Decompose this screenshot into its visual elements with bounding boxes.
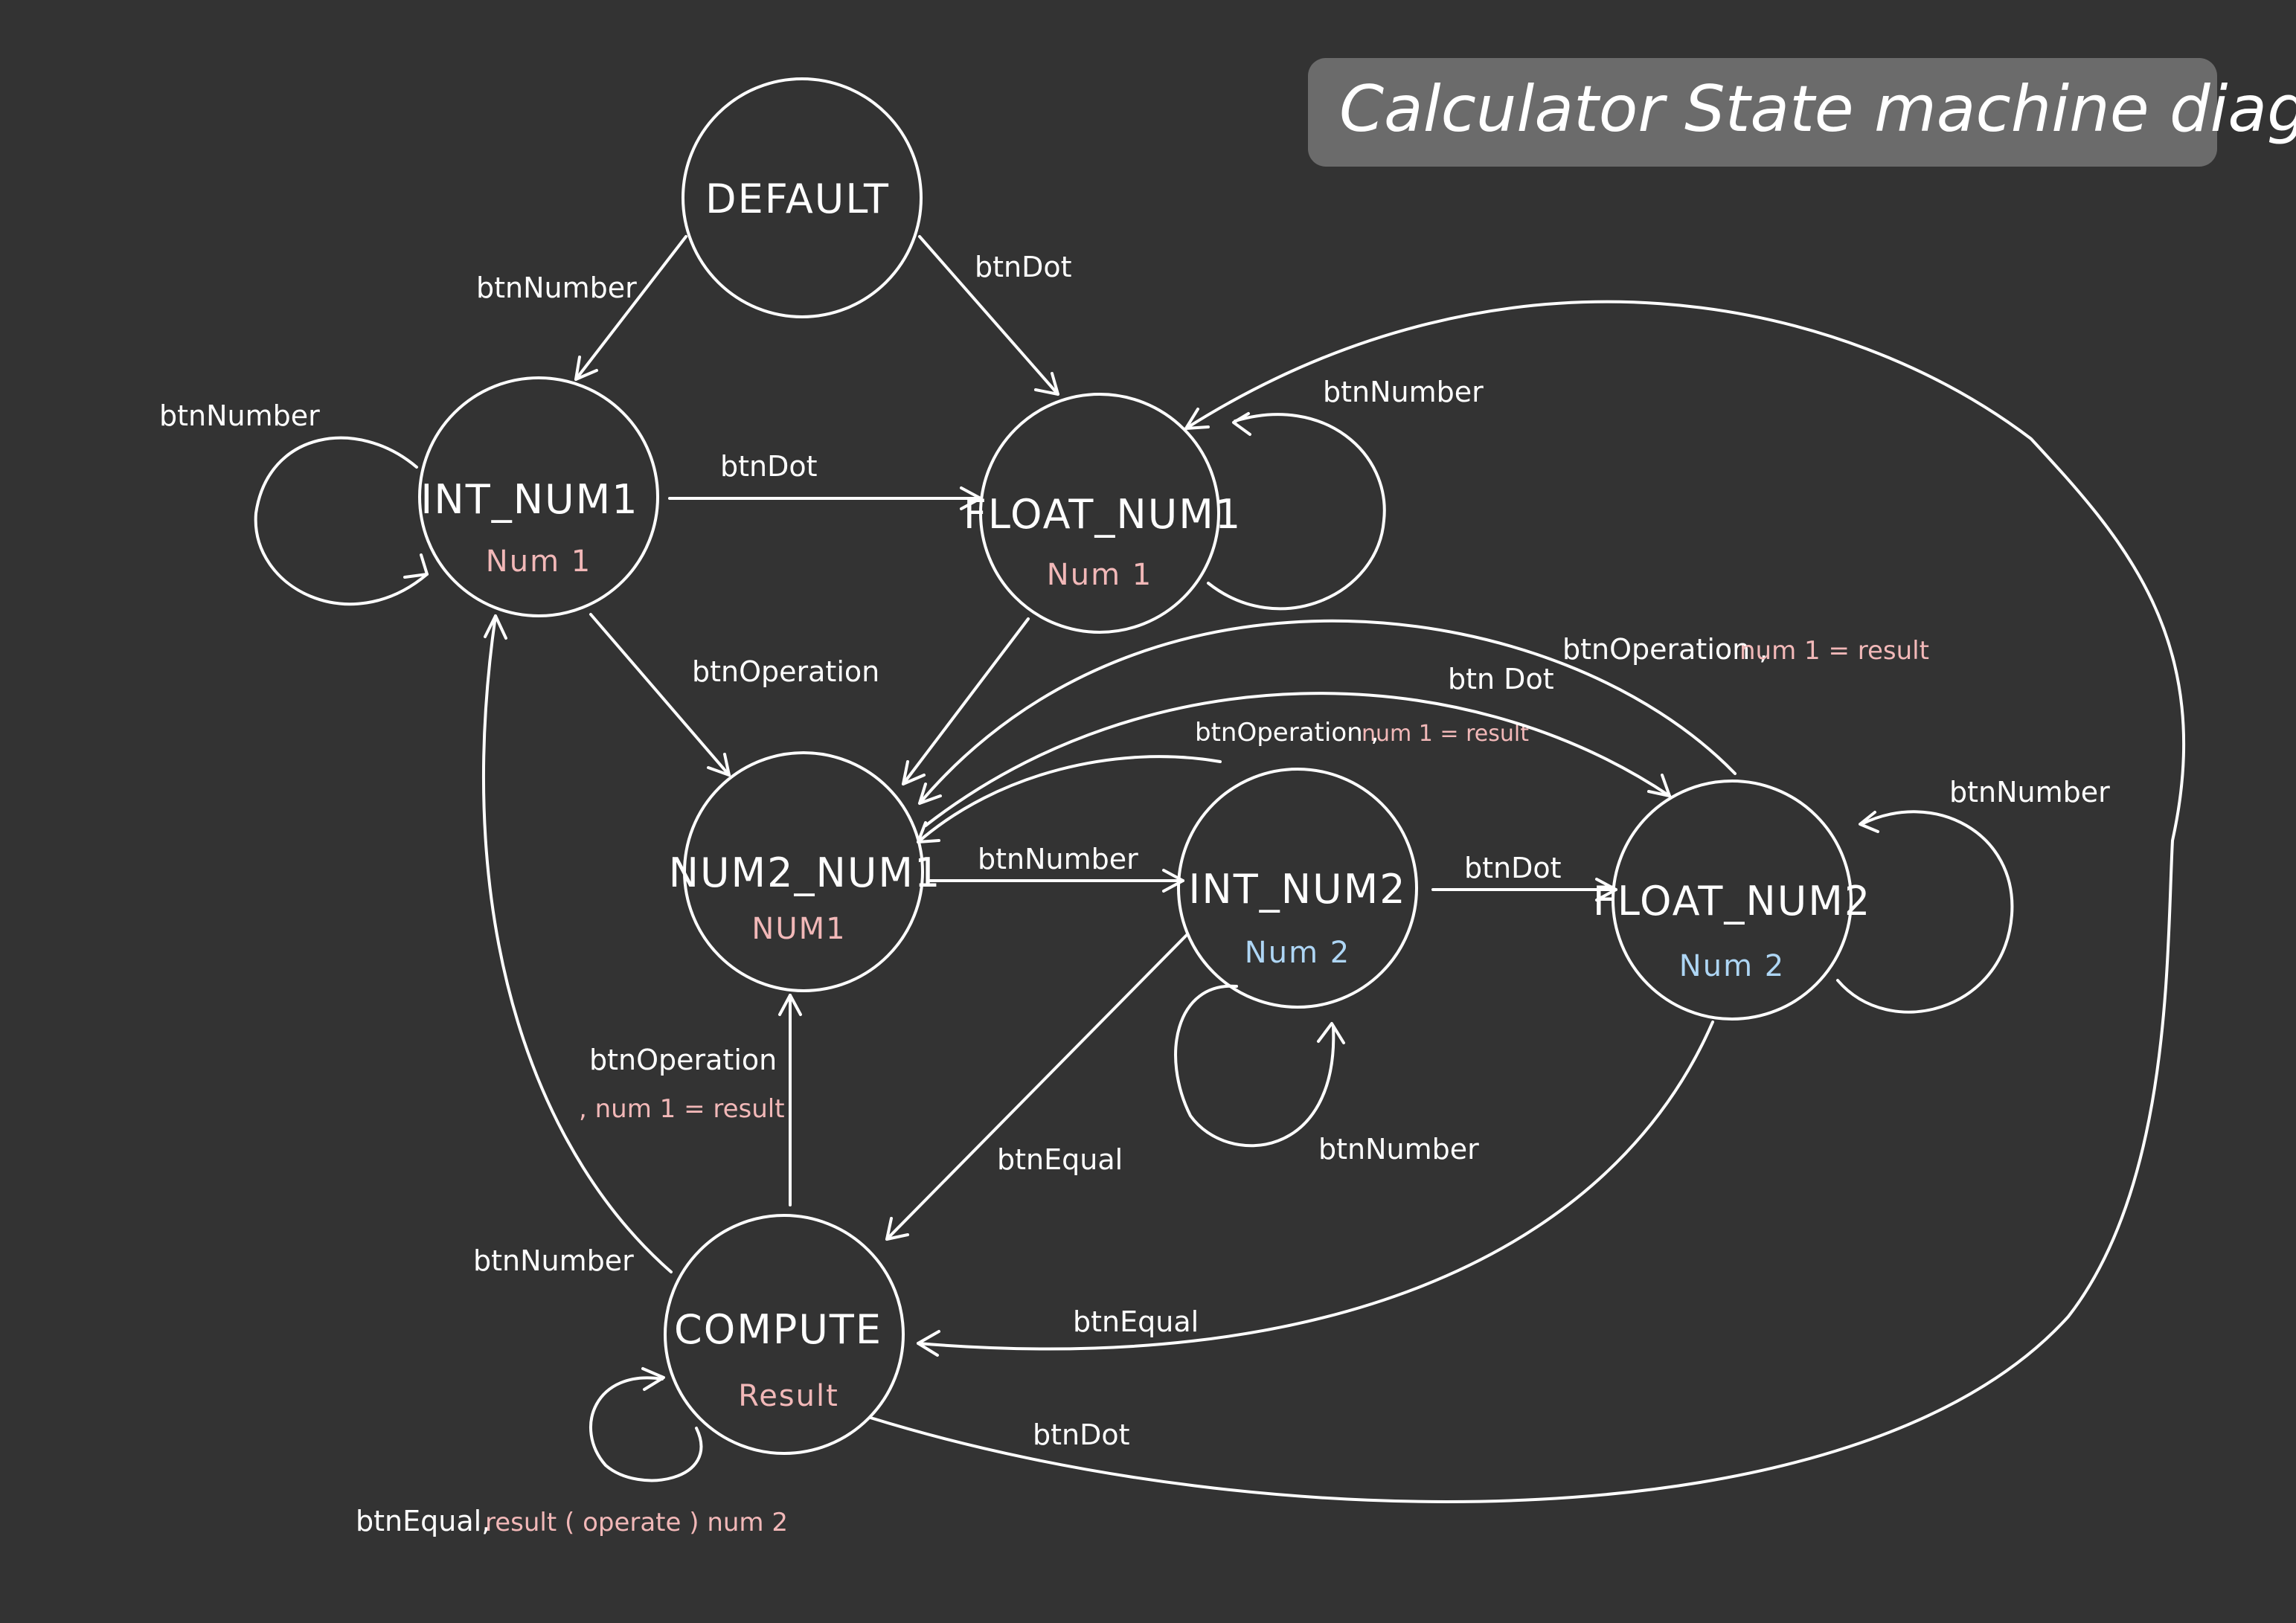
diagram-title: Calculator State machine diagram [1339,72,2296,147]
edge-float-num1-to-num2-num1 [902,617,1030,785]
edge-action: num 1 = result [1362,721,1529,747]
edge-label: btnDot [1464,852,1562,884]
state-variable: Num 1 [1047,558,1152,592]
state-num2-num1: NUM2_NUM1 NUM1 [669,751,942,992]
edge-int-num2-self-loop: btnNumber [1174,984,1479,1166]
edge-label: btnEqual, [356,1505,490,1537]
edge-compute-to-float-num1: btnDot [869,300,2185,1503]
state-float-num2: FLOAT_NUM2 Num 2 [1593,780,1871,1021]
edge-default-to-float-num1: btnDot [918,235,1072,396]
edge-compute-to-int-num1: btnNumber [473,614,673,1277]
edge-label: btnNumber [1323,376,1484,408]
edge-int-num1-self-loop: btnNumber [159,399,429,605]
state-int-num1: INT_NUM1 Num 1 [418,376,659,617]
title-background [1308,58,2217,167]
state-name: INT_NUM1 [420,476,638,523]
edge-compute-self-loop: btnEqual, result ( operate ) num 2 [356,1367,788,1537]
state-variable: NUM1 [751,912,846,946]
state-circle [683,751,924,992]
state-name: COMPUTE [674,1306,882,1353]
edge-float-num1-self-loop: btnNumber [1207,376,1484,611]
state-float-num1: FLOAT_NUM1 Num 1 [963,393,1242,634]
state-variable: Num 2 [1245,936,1350,970]
edge-int-num2-to-compute: btnEqual [885,933,1189,1241]
edge-label: btnDot [1033,1418,1130,1451]
state-circle [664,1214,905,1455]
edge-int-num1-to-float-num1: btnDot [668,450,982,510]
state-name: NUM2_NUM1 [669,849,942,896]
edge-label: btn Dot [1448,663,1554,695]
edge-num2-num1-to-float-num2: btn Dot [924,663,1671,827]
edge-label: btnNumber [159,399,320,432]
edge-action: result ( operate ) num 2 [485,1508,788,1537]
state-circle [979,393,1220,634]
diagram-title-badge: Calculator State machine diagram [1308,58,2296,167]
edge-default-to-int-num1: btnNumber [476,235,687,381]
state-circle [1612,780,1853,1021]
edge-label: btnNumber [1949,776,2110,809]
edge-label: btnOperation [589,1044,777,1076]
state-variable: Num 2 [1679,949,1785,983]
edge-label: btnEqual [997,1143,1123,1176]
edge-action: , num 1 = result [579,1094,785,1124]
edge-compute-to-num2-num1: btnOperation , num 1 = result [579,994,802,1206]
edge-label: btnOperation [692,655,879,688]
state-compute: COMPUTE Result [664,1214,905,1455]
edge-int-num2-to-float-num2: btnDot [1431,852,1617,902]
state-circle [418,376,659,617]
edge-label: btnNumber [1318,1133,1479,1166]
edge-label: btnDot [720,450,818,483]
edge-float-num2-self-loop: btnNumber [1836,776,2110,1014]
state-variable: Num 1 [486,544,591,579]
edge-int-num1-to-num2-num1: btnOperation [589,613,879,777]
state-name: INT_NUM2 [1188,866,1406,913]
state-variable: Result [738,1379,839,1413]
edge-int-num2-to-num2-num1: btnOperation , num 1 = result [917,718,1529,843]
edge-action: num 1 = result [1739,636,1929,666]
edge-float-num2-to-compute: btnEqual [917,1021,1714,1357]
edge-label: btnOperation , [1195,718,1379,748]
state-int-num2: INT_NUM2 Num 2 [1177,768,1418,1009]
edge-label: btnEqual [1073,1305,1199,1338]
edge-num2-num1-to-int-num2: btnNumber [929,843,1184,893]
edge-float-num2-to-num2-num1: btnOperation , num 1 = result [918,619,1929,805]
edge-label: btnNumber [476,271,637,304]
edge-label: btnNumber [978,843,1138,875]
state-name: FLOAT_NUM2 [1593,878,1871,925]
edge-label: btnOperation , [1562,633,1768,666]
edge-label: btnNumber [473,1244,634,1277]
edge-label: btnDot [975,251,1072,283]
state-circle [682,77,923,318]
state-default: DEFAULT [682,77,923,318]
state-circle [1177,768,1418,1009]
state-name: DEFAULT [705,176,890,222]
state-name: FLOAT_NUM1 [963,491,1242,538]
